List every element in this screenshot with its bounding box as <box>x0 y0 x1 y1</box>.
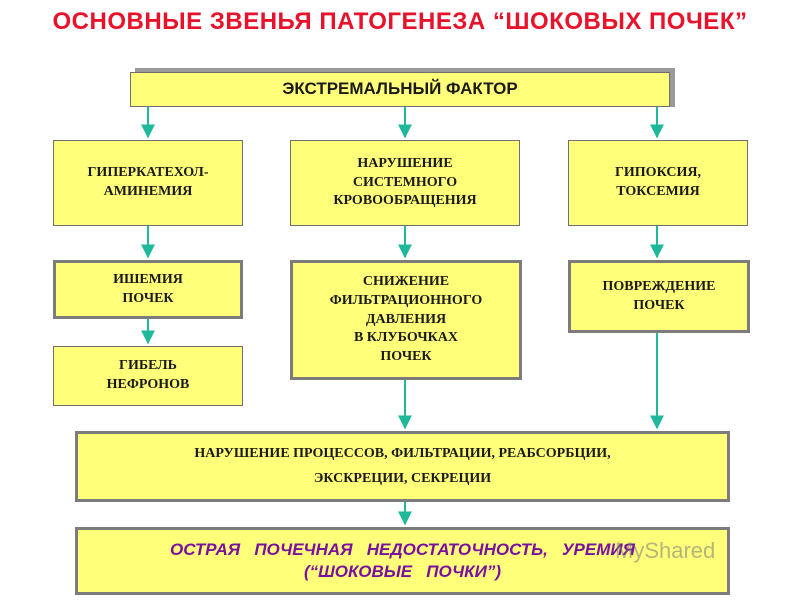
box-line: ТОКСЕМИЯ <box>616 184 700 199</box>
box-line: ГИПЕРКАТЕХОЛ- <box>87 165 209 181</box>
box-line: ГИПОКСИЯ, <box>615 165 701 181</box>
acute-renal-failure-box: ОСТРАЯ ПОЧЕЧНАЯ НЕДОСТАТОЧНОСТЬ, УРЕМИЯ … <box>75 527 730 595</box>
filtration-pressure-box: СНИЖЕНИЕ ФИЛЬТРАЦИОННОГО ДАВЛЕНИЯ В КЛУБ… <box>290 260 522 380</box>
kidney-ischemia-box: ИШЕМИЯ ПОЧЕК <box>53 260 243 319</box>
watermark: MyShared <box>615 538 716 563</box>
box-line: АМИНЕМИЯ <box>103 184 193 199</box>
box-line: ПОЧЕК <box>380 349 432 365</box>
box-line: СНИЖЕНИЕ <box>362 273 450 289</box>
systemic-circulation-box: НАРУШЕНИЕ СИСТЕМНОГО КРОВООБРАЩЕНИЯ <box>290 140 520 226</box>
box-line: СИСТЕМНОГО <box>352 174 458 190</box>
hypercatecholaminemia-box: ГИПЕРКАТЕХОЛ- АМИНЕМИЯ <box>53 140 243 226</box>
box-line: ПОЧЕК <box>122 290 174 306</box>
diagram-title: ОСНОВНЫЕ ЗВЕНЬЯ ПАТОГЕНЕЗА “ШОКОВЫХ ПОЧЕ… <box>52 8 748 35</box>
box-line: ОСТРАЯ ПОЧЕЧНАЯ НЕДОСТАТОЧНОСТЬ, УРЕМИЯ <box>169 539 636 559</box>
box-line: ИШЕМИЯ <box>113 271 183 287</box>
extreme-factor-box: ЭКСТРЕМАЛЬНЫЙ ФАКТОР <box>130 72 670 107</box>
extreme-factor-label: ЭКСТРЕМАЛЬНЫЙ ФАКТОР <box>282 79 518 99</box>
box-line: ПОЧЕК <box>633 297 685 313</box>
box-line: ЭКСКРЕЦИИ, СЕКРЕЦИИ <box>313 470 492 486</box>
box-line: НАРУШЕНИЕ ПРОЦЕССОВ, ФИЛЬТРАЦИИ, РЕАБСОР… <box>194 445 611 461</box>
processes-disruption-box: НАРУШЕНИЕ ПРОЦЕССОВ, ФИЛЬТРАЦИИ, РЕАБСОР… <box>75 431 730 502</box>
hypoxia-toxemia-box: ГИПОКСИЯ, ТОКСЕМИЯ <box>568 140 748 226</box>
nephron-death-box: ГИБЕЛЬ НЕФРОНОВ <box>53 346 243 406</box>
box-line: НАРУШЕНИЕ <box>357 155 453 171</box>
box-line: ДАВЛЕНИЯ <box>365 311 447 327</box>
box-line: ГИБЕЛЬ <box>119 358 177 374</box>
box-line: В КЛУБОЧКАХ <box>353 330 459 346</box>
box-line: ФИЛЬТРАЦИОННОГО <box>329 292 483 308</box>
kidney-damage-box: ПОВРЕЖДЕНИЕ ПОЧЕК <box>568 260 750 333</box>
box-line: КРОВООБРАЩЕНИЯ <box>333 193 477 209</box>
box-line: ПОВРЕЖДЕНИЕ <box>602 278 716 294</box>
box-line: НЕФРОНОВ <box>106 377 190 392</box>
box-line: (“ШОКОВЫЕ ПОЧКИ”) <box>303 562 501 581</box>
